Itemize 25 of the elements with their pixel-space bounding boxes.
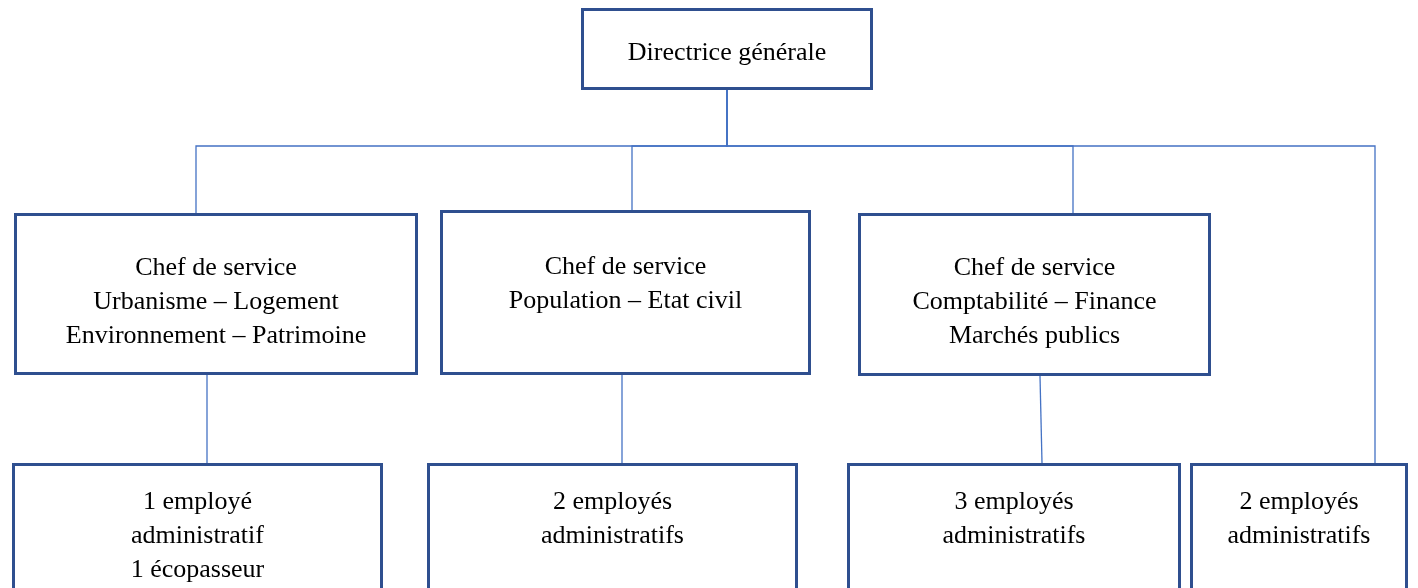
box-text: Comptabilité – Finance (912, 284, 1157, 317)
box-text: 2 employés administratifs (1226, 485, 1372, 551)
box-text: Chef de service (544, 250, 707, 282)
box-text: 1 employé administratif (130, 485, 265, 551)
org-box (12, 463, 383, 588)
org-box (14, 213, 418, 375)
org-box (1190, 463, 1408, 588)
org-box (847, 463, 1181, 588)
box-text: Environnement – Patrimoine (65, 318, 367, 351)
box-text: 1 écopasseur (130, 552, 265, 585)
org-box (581, 8, 873, 90)
box-text: Marchés publics (948, 318, 1121, 351)
box-text: Chef de service (135, 251, 297, 283)
box-text: Urbanisme – Logement (93, 284, 339, 317)
org-box (858, 213, 1211, 376)
connector-line (621, 374, 623, 464)
connector-line (1039, 375, 1043, 464)
box-text: Directrice générale (627, 36, 827, 68)
box-text: 3 employés administratifs (941, 485, 1087, 551)
connector-line (206, 374, 208, 464)
box-text: 2 employés administratifs (540, 485, 685, 551)
box-text: Population – Etat civil (508, 283, 743, 316)
box-text: Chef de service (953, 251, 1116, 283)
org-box (427, 463, 798, 588)
org-box (440, 210, 811, 375)
